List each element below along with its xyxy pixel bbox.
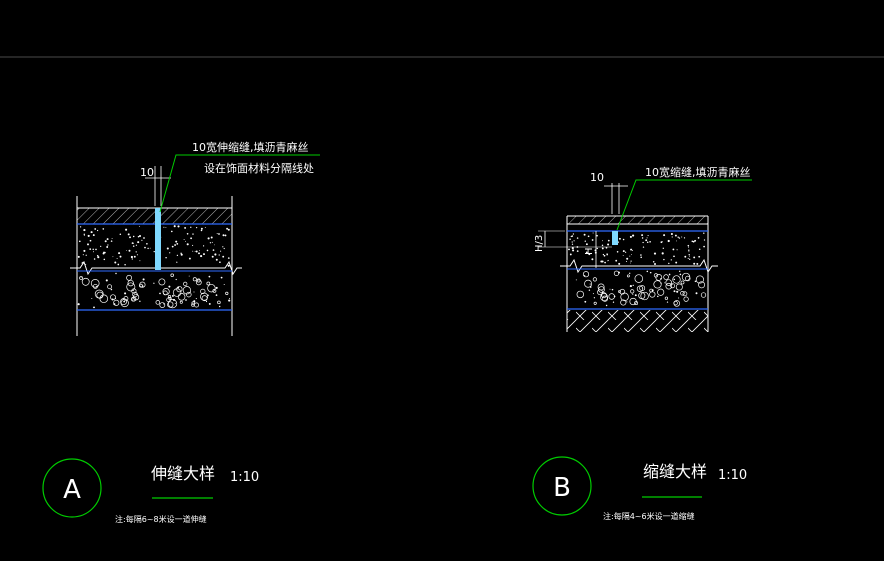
detail-a-surface-layer	[77, 208, 232, 224]
detail-a-concrete-layer	[77, 225, 230, 267]
detail-a-callout-line2: 设在饰面材料分隔线处	[204, 161, 314, 175]
detail-a-scale: 1:10	[230, 470, 259, 485]
detail-a-callout-line1: 10宽伸缩缝,填沥青麻丝	[192, 140, 309, 154]
detail-b-gravel-layer	[575, 270, 707, 307]
detail-b-dim-h3: H/3	[534, 235, 545, 252]
detail-b-subgrade	[567, 310, 708, 332]
detail-a-title: 伸缝大样	[151, 464, 215, 483]
detail-a-note: 注:每隔6~8米设一道伸缝	[115, 514, 207, 524]
detail-a-section: 10 10宽伸缩缝,填沥青麻丝 设在饰面材料分隔线处	[70, 140, 320, 336]
detail-b-label-group: B 缩缝大样 1:10 注:每隔4~6米设一道缩缝	[532, 456, 747, 521]
detail-b-concrete-layer	[568, 232, 706, 265]
detail-b-title: 缩缝大样	[643, 462, 707, 481]
detail-b-label: B	[553, 473, 571, 503]
detail-b-break-line	[560, 258, 718, 274]
detail-b-dim-width: 10	[590, 171, 604, 184]
detail-a-dim-width: 10	[140, 166, 154, 179]
detail-b-scale: 1:10	[718, 468, 747, 483]
detail-a-label-group: A 伸缝大样 1:10 注:每隔6~8米设一道伸缝	[42, 458, 259, 524]
detail-b-bubble	[532, 456, 592, 516]
detail-a-label: A	[63, 475, 81, 505]
detail-b-contraction-joint	[612, 231, 618, 245]
detail-b-callout-line1: 10宽缩缝,填沥青麻丝	[645, 165, 751, 179]
detail-b-note: 注:每隔4~6米设一道缩缝	[603, 511, 695, 521]
detail-a-leader-line	[159, 154, 320, 213]
detail-a-gravel-layer	[77, 272, 231, 309]
detail-b-section: 10 10宽缩缝,填沥青麻丝 H/3 H	[534, 165, 752, 332]
detail-a-bubble	[42, 458, 102, 518]
detail-b-dim-h: H	[584, 247, 595, 255]
detail-b-surface-layer	[567, 216, 708, 224]
detail-a-expansion-joint	[155, 208, 161, 270]
detail-b-leader-line	[616, 179, 752, 231]
